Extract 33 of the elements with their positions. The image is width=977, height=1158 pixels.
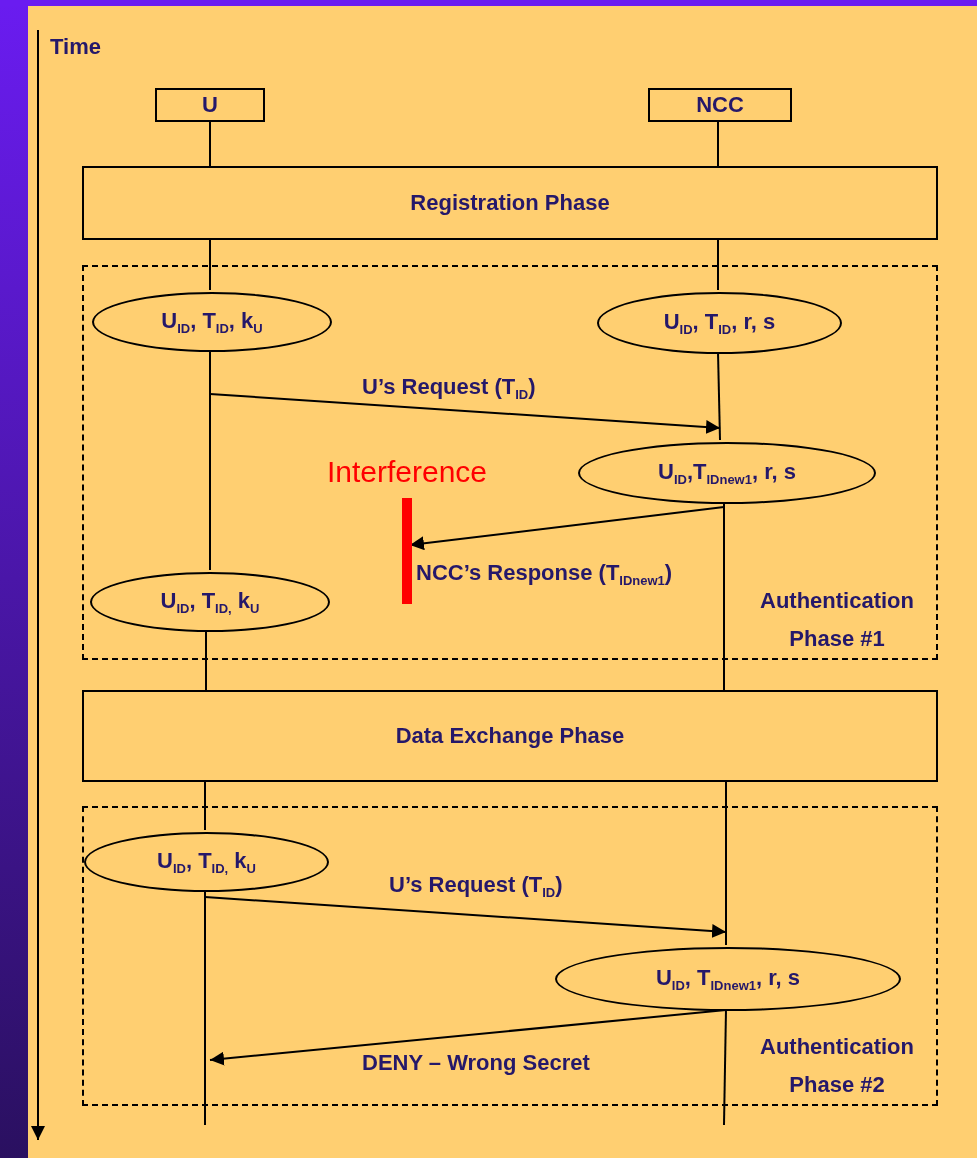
- lifeline: [204, 889, 206, 1126]
- lifeline: [209, 121, 211, 167]
- lifeline: [205, 629, 207, 691]
- lifeline: [717, 351, 721, 441]
- phase-label: Authentication Phase #1: [759, 587, 915, 653]
- phase-box: [82, 690, 938, 782]
- node-label: U$_{ID}$, T$_{ID,}$ k$_{U}$: [160, 587, 260, 617]
- lifeline: [204, 781, 206, 831]
- phase-label: Authentication Phase #2: [759, 1033, 915, 1099]
- node-label: U$_{ID}$, T$_{ID}$, k$_{U}$: [161, 307, 263, 337]
- interference-label: Interference: [326, 454, 488, 490]
- lifeline: [717, 239, 719, 291]
- node-label: U$_{ID}$, T$_{IDnew1}$, r, s: [655, 964, 801, 994]
- node-label: Registration Phase: [410, 189, 610, 217]
- lifeline: [209, 239, 211, 291]
- node-label: Data Exchange Phase: [395, 722, 625, 750]
- lifeline: [723, 1008, 727, 1126]
- message-arrow: [209, 393, 721, 435]
- node-label: U$_{ID}$,T$_{IDnew1}$, r, s: [658, 458, 796, 488]
- message-arrow: [204, 896, 727, 939]
- lifeline: [723, 501, 725, 691]
- phase-box: [648, 88, 792, 122]
- axis-label: Time: [50, 34, 101, 61]
- phase-box: [82, 166, 938, 240]
- lifeline: [717, 121, 719, 167]
- lifeline: [725, 781, 727, 946]
- node-label: U$_{ID}$, T$_{ID,}$ k$_{U}$: [157, 847, 256, 877]
- message-arrow: [409, 506, 725, 551]
- lifeline: [209, 349, 211, 571]
- node-label: U$_{ID}$, T$_{ID}$, r, s: [663, 308, 776, 338]
- phase-box: [155, 88, 265, 122]
- node-label: U: [202, 91, 218, 119]
- node-label: NCC: [696, 91, 744, 119]
